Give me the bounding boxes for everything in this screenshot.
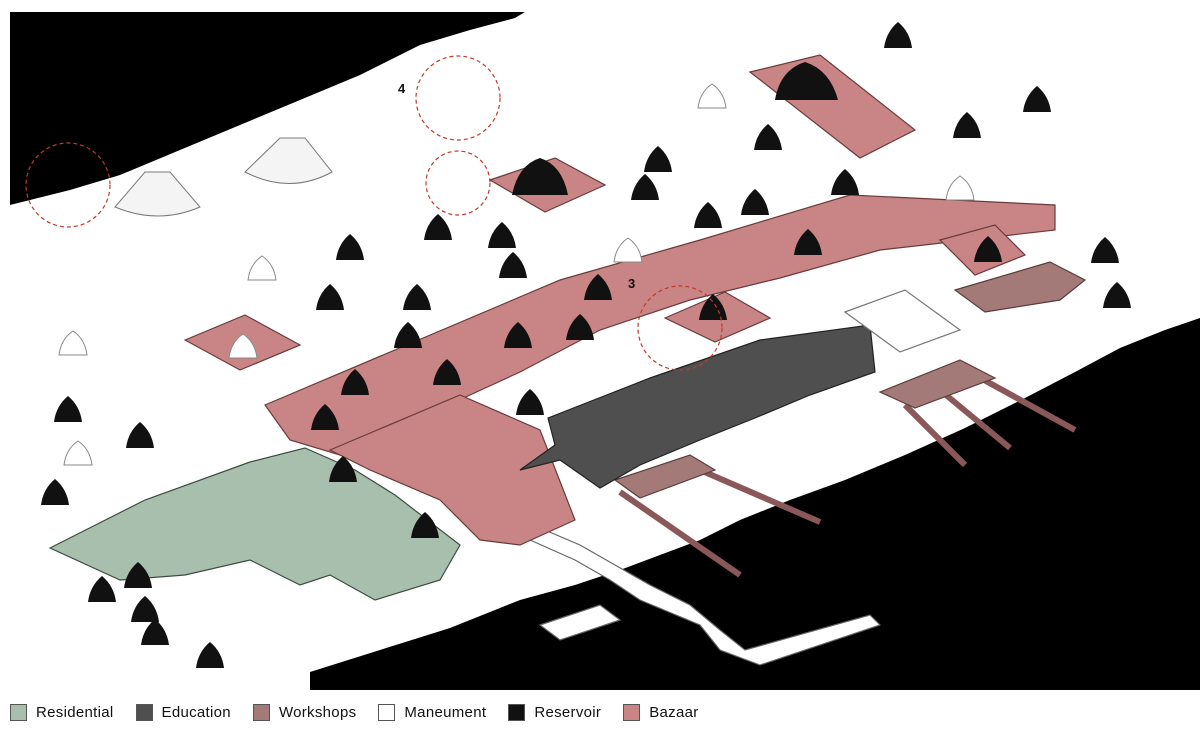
legend-item-workshops: Workshops	[252, 704, 357, 721]
maneument-walkway	[529, 527, 882, 666]
maneument-outline	[843, 289, 962, 353]
marker-4: 4	[398, 81, 406, 96]
legend-label: Residential	[36, 704, 114, 721]
legend-swatch-residential	[10, 704, 27, 721]
legend-item-residential: Residential	[10, 704, 114, 721]
legend-swatch-bazaar	[623, 704, 641, 721]
site-axonometric-diagram: 4 3	[10, 12, 1200, 690]
legend: Residential Education Workshops Maneumen…	[0, 690, 1200, 735]
legend-item-bazaar: Bazaar	[623, 704, 698, 721]
workshops-zone	[613, 261, 1087, 499]
upper-water	[10, 12, 525, 205]
maneument-jetty	[538, 604, 622, 641]
residential-zone	[48, 447, 461, 601]
dashed-circles	[25, 55, 723, 371]
maneument-cone-2	[114, 171, 201, 217]
legend-swatch-reservoir	[508, 704, 526, 721]
legend-swatch-workshops	[252, 704, 270, 721]
reservoir-large-dome-2	[512, 158, 568, 195]
legend-label: Bazaar	[649, 704, 699, 721]
legend-item-maneument: Maneument	[378, 704, 486, 721]
education-zone	[519, 324, 876, 489]
legend-item-education: Education	[135, 704, 231, 721]
legend-swatch-education	[135, 704, 153, 721]
legend-label: Education	[161, 704, 231, 721]
legend-label: Workshops	[278, 704, 357, 721]
reservoir-large-dome-1	[775, 62, 838, 100]
maneument-cone-1	[244, 137, 333, 184]
legend-item-reservoir: Reservoir	[508, 704, 601, 721]
legend-label: Maneument	[404, 704, 487, 721]
legend-swatch-maneument	[378, 704, 396, 721]
lower-water	[310, 318, 1200, 690]
piers	[618, 372, 1077, 578]
legend-label: Reservoir	[534, 704, 602, 721]
marker-3: 3	[628, 276, 635, 291]
